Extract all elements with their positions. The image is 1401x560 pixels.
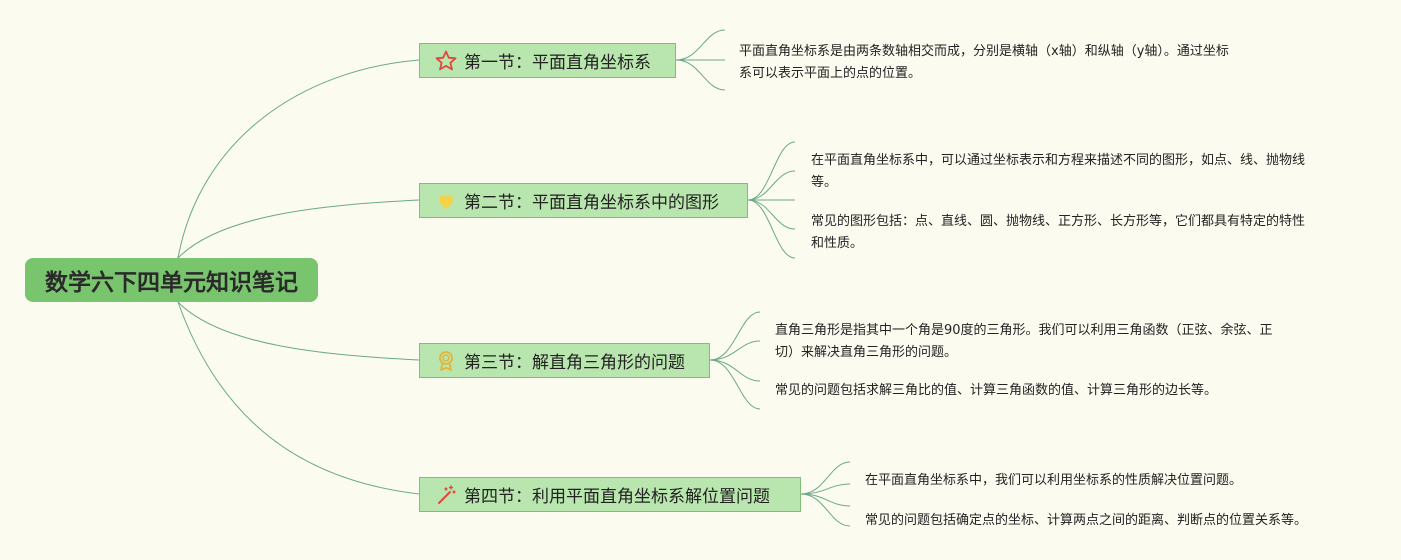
edge-b4-fan-d — [800, 493, 851, 527]
edge-root-branch-1 — [177, 59, 420, 259]
branch-section-2[interactable]: 第二节：平面直角坐标系中的图形 — [419, 183, 748, 218]
note-section-2-a: 在平面直角坐标系中，可以通过坐标表示和方程来描述不同的图形，如点、线、抛物线等。 — [811, 153, 1306, 190]
root-title: 数学六下四单元知识笔记 — [45, 270, 298, 296]
branch-section-3[interactable]: 第三节：解直角三角形的问题 — [419, 343, 710, 378]
edge-b3-fan-c — [709, 359, 761, 382]
note-section-3-b: 常见的问题包括求解三角比的值、计算三角函数的值、计算三角形的边长等。 — [775, 383, 1218, 398]
magic-wand-icon — [434, 483, 458, 507]
edge-b4-fan-c — [800, 493, 851, 507]
star-icon — [434, 49, 458, 73]
branch-section-1[interactable]: 第一节：平面直角坐标系 — [419, 43, 676, 78]
edge-b2-fan-e — [747, 199, 796, 259]
edge-b2-fan-a — [747, 141, 796, 201]
branch-label: 第三节：解直角三角形的问题 — [464, 353, 685, 373]
edge-b4-fan-b — [800, 483, 851, 495]
heart-icon — [434, 189, 458, 213]
note-section-4-b: 常见的问题包括确定点的坐标、计算两点之间的距离、判断点的位置关系等。 — [865, 513, 1308, 528]
award-icon — [434, 349, 458, 373]
note-section-3-a: 直角三角形是指其中一个角是90度的三角形。我们可以利用三角函数（正弦、余弦、正切… — [775, 323, 1273, 360]
branch-label: 第二节：平面直角坐标系中的图形 — [464, 193, 719, 213]
edge-root-branch-4 — [177, 301, 420, 495]
edge-root-branch-2 — [177, 199, 420, 259]
note-section-4-a: 在平面直角坐标系中，我们可以利用坐标系的性质解决位置问题。 — [865, 473, 1243, 488]
edge-b2-fan-b — [747, 170, 796, 201]
edge-b4-fan-a — [800, 461, 851, 495]
edge-b3-fan-b — [709, 340, 761, 361]
branch-section-4[interactable]: 第四节：利用平面直角坐标系解位置问题 — [419, 477, 801, 512]
edge-b3-fan-d — [709, 359, 761, 410]
edge-b3-fan-a — [709, 311, 761, 361]
edge-b2-fan-d — [747, 199, 796, 230]
edge-root-branch-3 — [177, 301, 420, 361]
root-topic[interactable]: 数学六下四单元知识笔记 — [25, 258, 318, 302]
edge-b1-fan-bot — [675, 59, 726, 91]
note-section-2-b: 常见的图形包括：点、直线、圆、抛物线、正方形、长方形等，它们都具有特定的特性和性… — [811, 214, 1306, 251]
note-section-1: 平面直角坐标系是由两条数轴相交而成，分别是横轴（x轴）和纵轴（y轴）。通过坐标系… — [739, 44, 1229, 81]
branch-label: 第一节：平面直角坐标系 — [464, 53, 651, 73]
edge-b1-fan-top — [675, 29, 726, 61]
branch-label: 第四节：利用平面直角坐标系解位置问题 — [464, 487, 770, 507]
